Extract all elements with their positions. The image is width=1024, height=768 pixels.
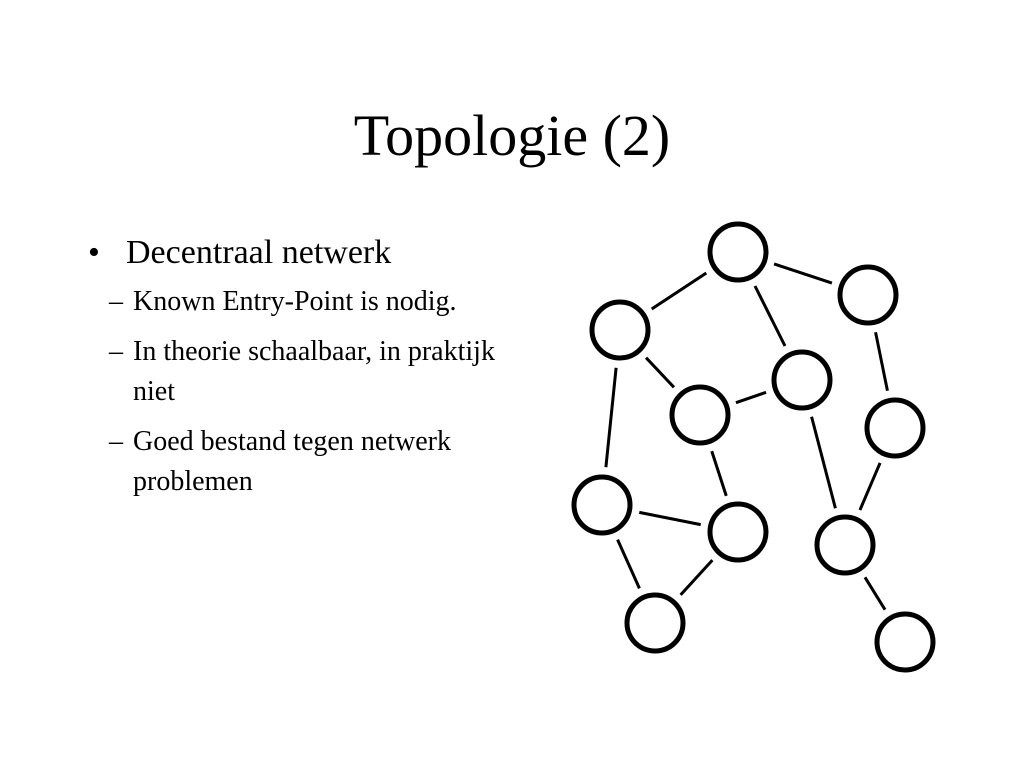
network-node xyxy=(669,384,731,446)
network-edge xyxy=(773,262,833,285)
sub-bullet-marker: – xyxy=(109,336,123,367)
network-edge xyxy=(604,367,618,468)
sub-bullet-marker: – xyxy=(109,426,123,457)
sub-bullet-item: – Goed bestand tegen netwerk problemen xyxy=(88,422,508,502)
network-edge xyxy=(650,271,708,311)
network-node xyxy=(707,501,769,563)
bullet-marker: • xyxy=(88,234,100,271)
network-diagram xyxy=(571,221,936,673)
sub-bullet-text: In theorie schaalbaar, in praktijk niet xyxy=(133,336,495,407)
sub-bullet-text: Known Entry-Point is nodig. xyxy=(133,286,457,317)
network-edge xyxy=(874,331,889,392)
network-node xyxy=(707,221,769,283)
bullet-text: Decentraal netwerk xyxy=(126,234,392,271)
bullet-item: • Decentraal netwerk xyxy=(88,230,508,276)
network-edge xyxy=(753,285,787,347)
network-edge xyxy=(858,462,882,511)
sub-bullet-item: – Known Entry-Point is nodig. xyxy=(88,282,508,322)
bullet-list: • Decentraal netwerk – Known Entry-Point… xyxy=(88,230,508,512)
network-edge xyxy=(638,510,702,527)
slide-title: Topologie (2) xyxy=(353,103,671,168)
network-edge xyxy=(644,356,676,389)
network-edge xyxy=(810,416,837,509)
network-node xyxy=(624,592,686,654)
network-edge xyxy=(710,450,728,497)
sub-bullet-marker: – xyxy=(109,286,123,317)
sub-bullet-list: – Known Entry-Point is nodig. – In theor… xyxy=(88,282,508,502)
network-node xyxy=(814,514,876,576)
sub-bullet-item: – In theorie schaalbaar, in praktijk nie… xyxy=(88,332,508,412)
network-node xyxy=(571,474,633,536)
network-edge xyxy=(616,539,641,589)
network-edge xyxy=(863,576,887,611)
network-node xyxy=(771,349,833,411)
network-node xyxy=(589,299,651,361)
sub-bullet-text: Goed bestand tegen netwerk problemen xyxy=(133,426,451,497)
network-edge xyxy=(679,559,714,596)
network-edge xyxy=(735,390,767,405)
network-node xyxy=(874,611,936,673)
network-node xyxy=(864,397,926,459)
network-node xyxy=(837,264,899,326)
